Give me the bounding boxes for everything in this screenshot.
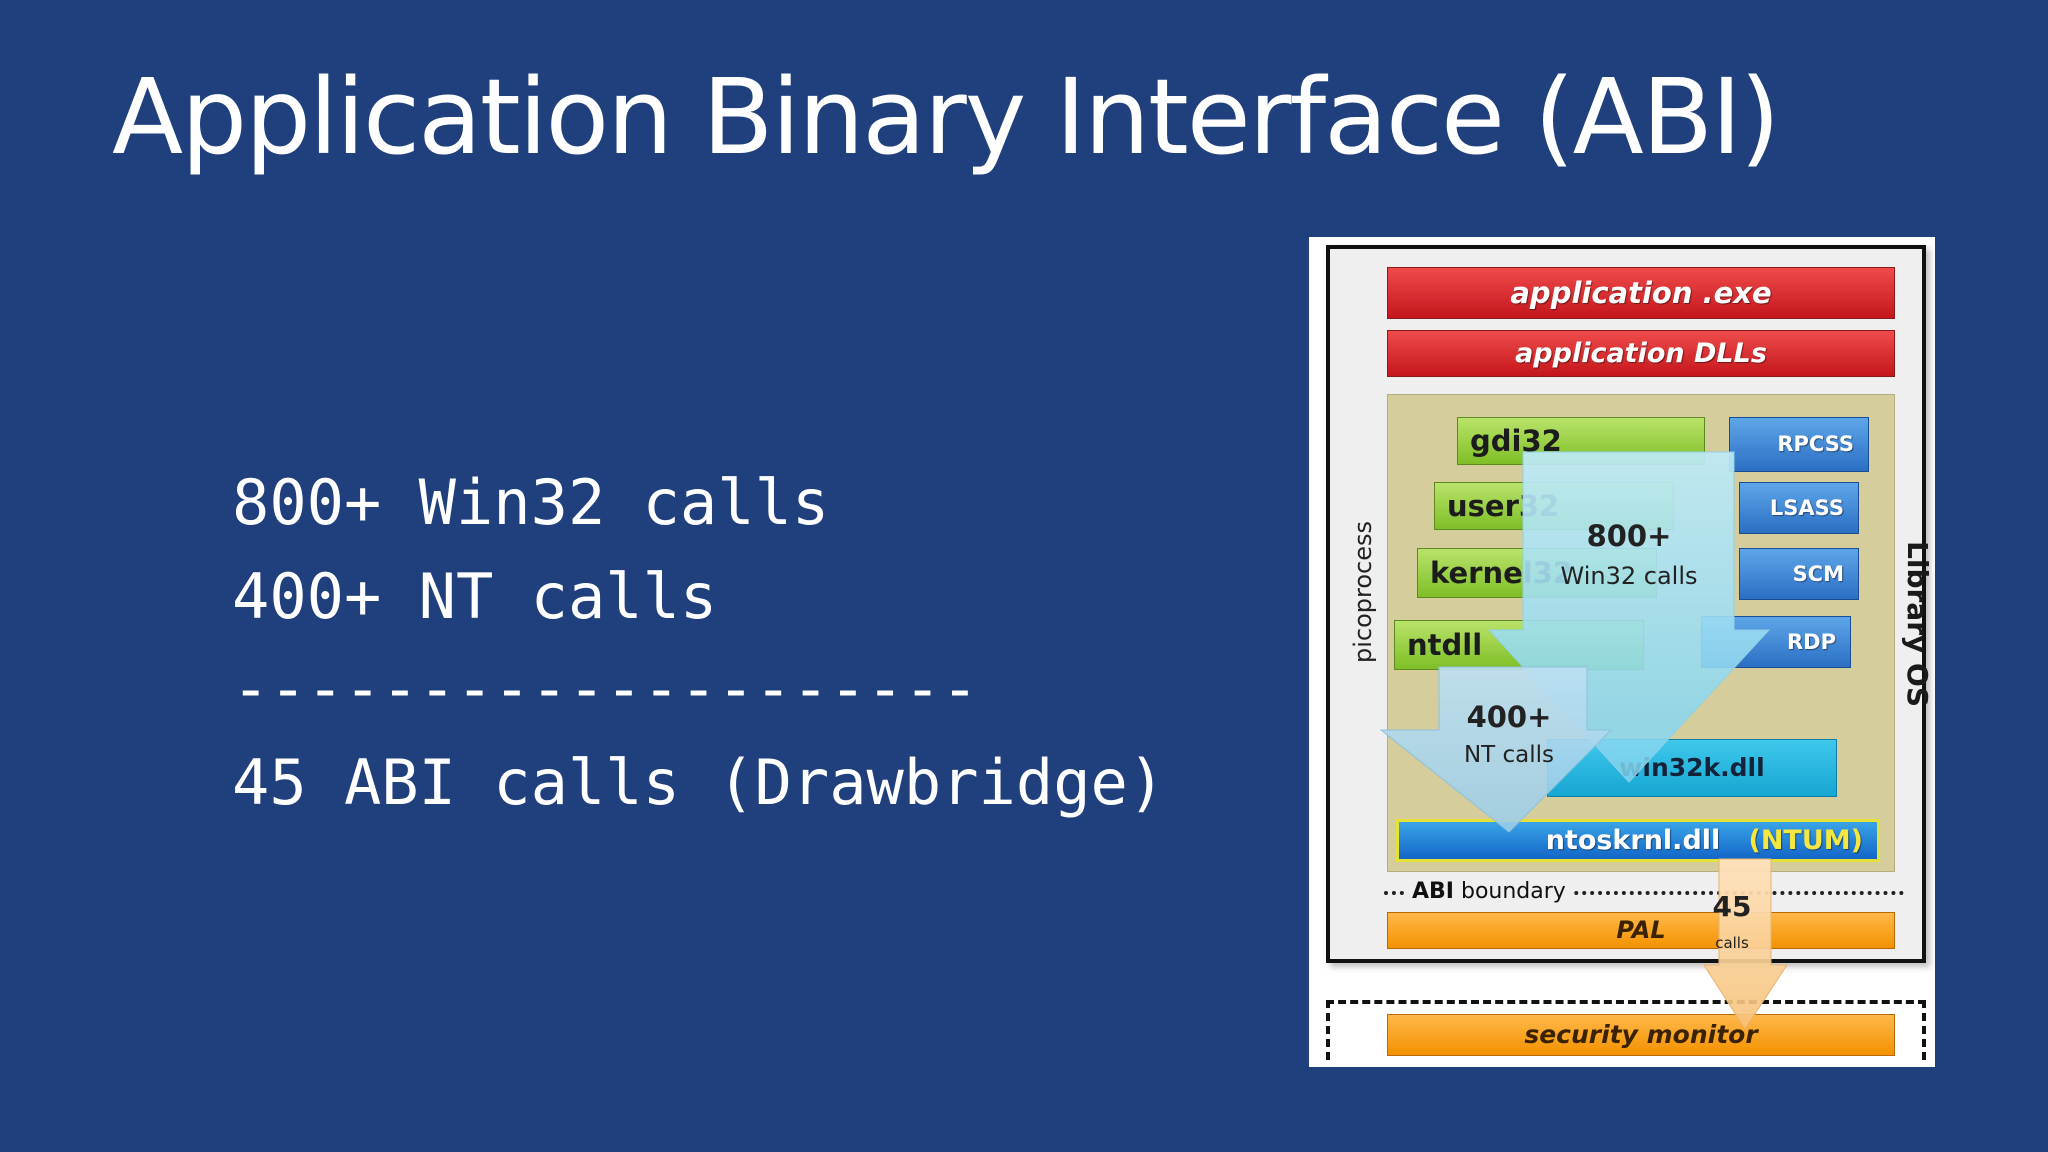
win32-calls-line: 800+ Win32 calls (232, 466, 830, 539)
slide-title: Application Binary Interface (ABI) (112, 56, 1780, 178)
separator-line: -------------------- (232, 652, 979, 725)
nt-arrow-count: 400+ (1466, 700, 1552, 734)
drawbridge-diagram: application .exe application DLLs gdi32 … (1309, 237, 1935, 1067)
lsass-bar: LSASS (1739, 482, 1859, 534)
ntum-tag: (NTUM) (1748, 825, 1864, 856)
abi-calls-line: 45 ABI calls (Drawbridge) (232, 746, 1166, 819)
abi-boundary-dotted-line (1384, 891, 1904, 895)
pal-bar: PAL (1387, 912, 1895, 949)
security-monitor-frame (1326, 1000, 1926, 1060)
nt-calls-arrow (1379, 666, 1613, 833)
security-monitor-bar: security monitor (1387, 1014, 1895, 1056)
ntoskrnl-bar: ntoskrnl.dll (NTUM) (1396, 819, 1880, 862)
abi-boundary-label: ABI boundary (1406, 877, 1572, 907)
win32-arrow-count: 800+ (1586, 519, 1672, 553)
abi-arrow-count: 45 (1712, 890, 1752, 923)
abi-arrow-text: calls (1715, 934, 1749, 952)
win32-arrow-text: Win32 calls (1560, 562, 1698, 590)
ntoskrnl-label: ntoskrnl.dll (1545, 825, 1721, 856)
abi-boundary: ABI boundary (1384, 877, 1904, 907)
call-arrows (1379, 451, 1788, 1030)
abi-boundary-rest: boundary (1453, 879, 1566, 904)
application-dlls-bar: application DLLs (1387, 330, 1895, 377)
nt-calls-line: 400+ NT calls (232, 560, 718, 633)
nt-arrow-text: NT calls (1463, 742, 1555, 768)
application-exe-bar: application .exe (1387, 267, 1895, 319)
abi-calls-arrow (1703, 858, 1788, 1030)
scm-bar: SCM (1739, 548, 1859, 600)
win32k-bar: win32k.dll (1547, 739, 1837, 797)
abi-boundary-strong: ABI (1412, 879, 1454, 904)
rpcss-bar: RPCSS (1729, 417, 1869, 472)
